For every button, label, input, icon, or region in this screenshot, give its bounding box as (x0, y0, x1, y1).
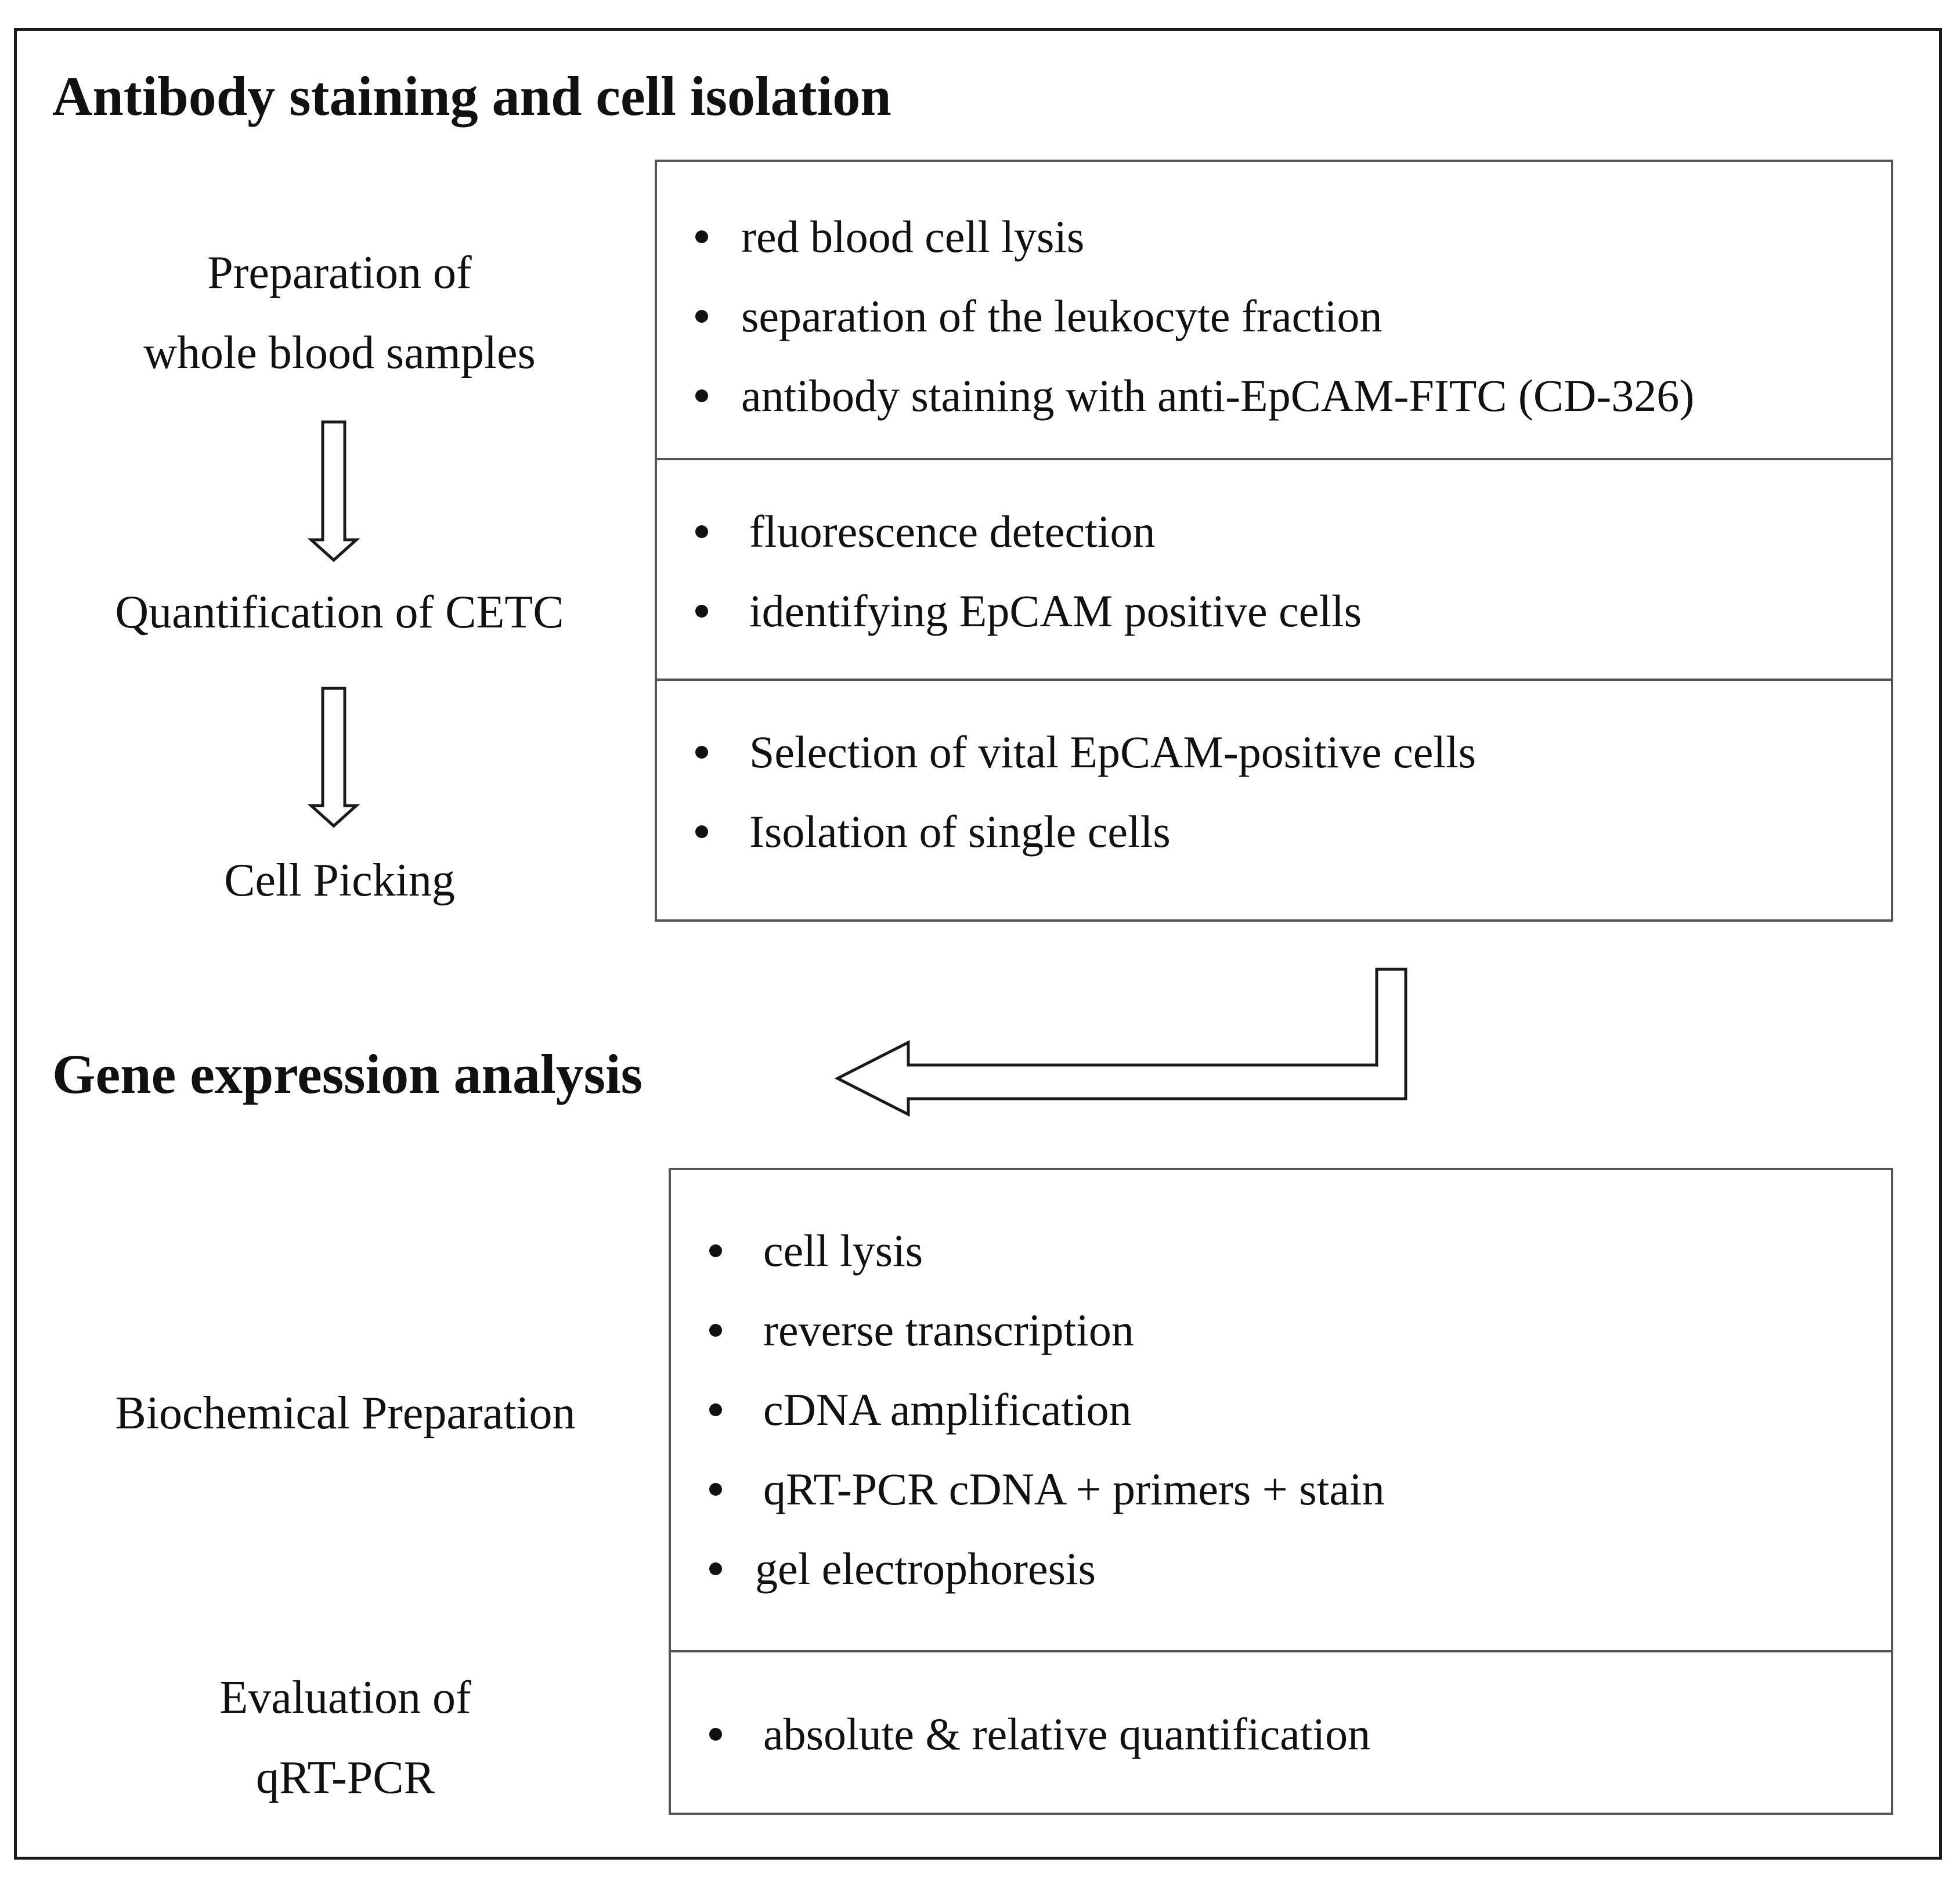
list-item: Isolation of single cells (680, 792, 1476, 871)
bullet-icon (709, 1483, 722, 1496)
bullet-icon (695, 389, 708, 402)
bullet-icon (695, 230, 708, 243)
bullet-icon (695, 825, 708, 838)
step-cell-picking: Cell Picking (224, 855, 455, 906)
section-title-expression: Gene expression analysis (52, 1043, 642, 1105)
list-item: absolute & relative quantification (694, 1694, 1370, 1774)
step-evaluation-line1: Evaluation of (219, 1672, 471, 1723)
list-item: antibody staining with anti-EpCAM-FITC (… (680, 356, 1694, 435)
diagram-frame (14, 28, 1942, 1860)
list-item: fluorescence detection (680, 492, 1362, 571)
list-item: separation of the leukocyte fraction (680, 276, 1694, 356)
list-item: Selection of vital EpCAM-positive cells (680, 712, 1476, 792)
list-item: cDNA amplification (694, 1370, 1385, 1449)
box-quantification: fluorescence detection identifying EpCAM… (655, 460, 1893, 681)
bullet-icon (709, 1324, 722, 1337)
bullet-icon (695, 525, 708, 538)
step-evaluation-line2: qRT-PCR (256, 1752, 435, 1803)
list-item: red blood cell lysis (680, 197, 1694, 276)
box-sample-preparation: red blood cell lysis separation of the l… (655, 160, 1893, 460)
box-cell-picking: Selection of vital EpCAM-positive cells … (655, 681, 1893, 922)
step-preparation-line1: Preparation of (207, 247, 472, 298)
list-item: gel electrophoresis (694, 1529, 1385, 1608)
step-preparation-line2: whole blood samples (143, 327, 536, 378)
bullet-icon (695, 310, 708, 323)
list-item: reverse transcription (694, 1290, 1385, 1370)
bullet-icon (709, 1244, 722, 1257)
bullet-icon (709, 1403, 722, 1416)
list-item: qRT-PCR cDNA + primers + stain (694, 1449, 1385, 1529)
list-item: cell lysis (694, 1211, 1385, 1290)
bullet-icon (695, 605, 708, 618)
list-item: identifying EpCAM positive cells (680, 571, 1362, 651)
step-biochemical-preparation: Biochemical Preparation (115, 1388, 576, 1439)
section-title-isolation: Antibody staining and cell isolation (52, 65, 891, 127)
bullet-icon (709, 1562, 722, 1575)
step-quantification: Quantification of CETC (115, 587, 564, 638)
bullet-icon (695, 746, 708, 759)
bullet-icon (709, 1728, 722, 1741)
box-evaluation: absolute & relative quantification (669, 1652, 1893, 1815)
box-biochemical-preparation: cell lysis reverse transcription cDNA am… (669, 1168, 1893, 1652)
